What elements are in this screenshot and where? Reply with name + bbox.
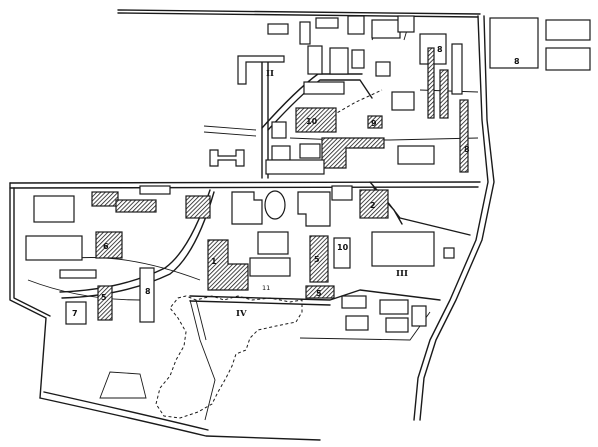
building-west-7 bbox=[139, 185, 171, 195]
campus-loop-road bbox=[59, 189, 215, 299]
east-building-cluster bbox=[341, 231, 455, 333]
building-west-8-tower bbox=[139, 267, 155, 323]
building-ne1 bbox=[391, 91, 415, 111]
building-label-6: 6 bbox=[103, 242, 109, 251]
building-10-north bbox=[295, 107, 337, 133]
main-avenue bbox=[9, 181, 481, 189]
building-1-central bbox=[207, 239, 249, 291]
building-n7 bbox=[307, 45, 323, 75]
building-far-ne-1 bbox=[489, 17, 539, 69]
zone-label-iii: III bbox=[396, 269, 408, 279]
building-label-10-central: 10 bbox=[337, 243, 349, 252]
south-link-road bbox=[189, 289, 441, 306]
building-n8 bbox=[329, 47, 349, 75]
building-label-7: 7 bbox=[72, 309, 78, 318]
building-8-strip-2 bbox=[439, 69, 449, 119]
zone-iv-inner-road bbox=[189, 299, 216, 421]
building-dorm-3 bbox=[345, 315, 369, 331]
west-boundary-road bbox=[9, 182, 51, 399]
building-10-central bbox=[309, 235, 329, 283]
building-central-east-2 bbox=[333, 237, 351, 269]
building-label-1: 1 bbox=[211, 257, 217, 266]
building-n2 bbox=[299, 21, 311, 45]
building-8-strip-4 bbox=[459, 99, 469, 173]
building-label-10-north: 10 bbox=[306, 117, 318, 126]
zone-label-ii: II bbox=[266, 69, 274, 79]
building-n9 bbox=[351, 49, 365, 69]
building-dorm-5 bbox=[411, 305, 427, 327]
fence-west-north bbox=[203, 125, 257, 137]
building-h-west bbox=[209, 149, 245, 167]
west-building-cluster bbox=[25, 185, 211, 325]
building-dorm-2 bbox=[379, 299, 409, 315]
building-iii-small bbox=[443, 247, 455, 259]
building-label-8-ne: 8 bbox=[437, 45, 443, 54]
building-8-strip-3 bbox=[451, 43, 463, 95]
building-label-8-far: 8 bbox=[514, 57, 520, 66]
north-boundary-road bbox=[117, 9, 481, 18]
building-6 bbox=[95, 231, 123, 259]
building-label-11: 11 bbox=[262, 284, 270, 292]
zone-label-iv: IV bbox=[236, 309, 247, 319]
building-8-strip-1 bbox=[427, 47, 435, 119]
building-2 bbox=[359, 189, 389, 219]
map-labels: II III IV 1 2 5 5 5 6 7 8 8 8 8 9 10 10 … bbox=[72, 45, 520, 319]
building-label-8-strip: 8 bbox=[464, 145, 470, 154]
building-central-west bbox=[231, 191, 263, 225]
building-n10 bbox=[303, 81, 345, 95]
north-building-cluster bbox=[203, 15, 415, 175]
sw-lot-road bbox=[99, 371, 147, 399]
building-central-ne bbox=[331, 185, 353, 201]
building-ne3 bbox=[375, 61, 391, 77]
building-n1 bbox=[267, 23, 289, 35]
building-1-north bbox=[321, 137, 385, 169]
building-dorm-1 bbox=[341, 295, 367, 309]
building-west-3 bbox=[185, 195, 211, 219]
central-oval bbox=[264, 190, 286, 220]
building-label-5-west: 5 bbox=[101, 293, 107, 302]
building-iii-field bbox=[371, 231, 435, 267]
east-boundary-road bbox=[413, 15, 495, 421]
building-west-1 bbox=[91, 191, 119, 207]
building-central-east bbox=[297, 191, 331, 227]
building-far-ne-2 bbox=[545, 19, 591, 41]
building-ii-l bbox=[237, 55, 285, 85]
building-7 bbox=[65, 301, 87, 325]
building-n4 bbox=[347, 15, 365, 35]
building-label-2: 2 bbox=[370, 201, 376, 210]
building-ne2 bbox=[397, 145, 435, 165]
building-n3 bbox=[315, 17, 339, 29]
building-n11 bbox=[271, 121, 287, 139]
diagonal-path bbox=[27, 257, 201, 301]
building-west-6 bbox=[59, 269, 97, 279]
central-north-south-road bbox=[261, 59, 269, 179]
building-label-8-west: 8 bbox=[145, 287, 151, 296]
building-5-west bbox=[97, 285, 113, 321]
building-central-mid bbox=[249, 257, 291, 277]
building-west-4 bbox=[33, 195, 75, 223]
road-network bbox=[9, 9, 495, 441]
building-n6 bbox=[397, 15, 415, 33]
building-n13 bbox=[265, 159, 325, 175]
building-n14 bbox=[299, 143, 321, 159]
building-central-south bbox=[257, 231, 289, 255]
building-label-5-east: 5 bbox=[314, 255, 320, 264]
building-n12 bbox=[271, 145, 291, 161]
building-5-central bbox=[305, 285, 335, 299]
southwest-curve-road bbox=[39, 391, 321, 441]
northeast-building-cluster bbox=[375, 17, 591, 173]
building-west-5 bbox=[25, 235, 83, 261]
building-dorm-4 bbox=[385, 317, 409, 333]
building-9 bbox=[367, 115, 383, 129]
building-n5 bbox=[371, 19, 401, 39]
zone-iv-boundary bbox=[155, 295, 303, 419]
building-west-2 bbox=[115, 199, 157, 213]
building-label-9: 9 bbox=[371, 119, 377, 128]
north-path bbox=[327, 89, 383, 119]
building-far-ne-3 bbox=[545, 47, 591, 71]
building-label-5-central: 5 bbox=[316, 289, 322, 298]
central-building-cluster bbox=[207, 185, 389, 299]
